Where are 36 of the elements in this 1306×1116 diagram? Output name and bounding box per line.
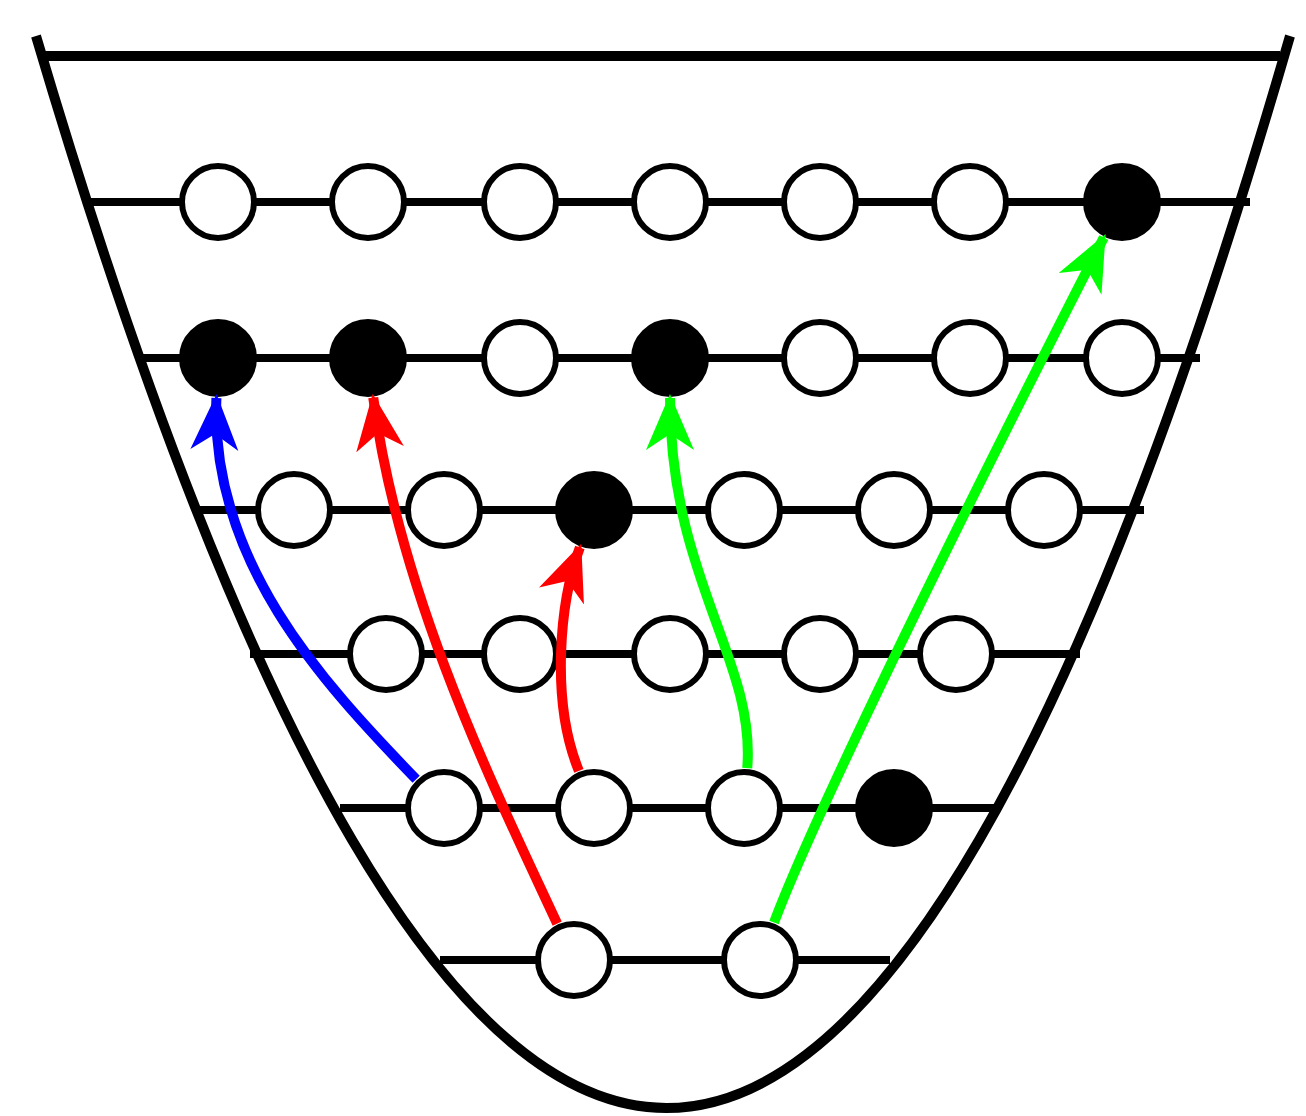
hollow-circle	[347, 615, 425, 693]
hollow-circle	[721, 921, 799, 999]
filled-circle	[555, 471, 633, 549]
hollow-circle	[405, 471, 483, 549]
hollow-circle	[405, 769, 483, 847]
hollow-circle	[1005, 471, 1083, 549]
hollow-circle	[781, 615, 859, 693]
hollow-circle	[705, 769, 783, 847]
arrow	[357, 393, 562, 926]
filled-circle	[329, 319, 407, 397]
filled-circle	[179, 319, 257, 397]
filled-circle	[855, 769, 933, 847]
arrow	[193, 393, 420, 783]
hollow-circle	[179, 163, 257, 241]
hollow-circle	[931, 319, 1009, 397]
hollow-circle	[931, 163, 1009, 241]
hollow-circle	[781, 319, 859, 397]
hollow-circle	[555, 769, 633, 847]
hollow-circle	[631, 163, 709, 241]
hollow-circle	[917, 615, 995, 693]
hollow-circle	[535, 921, 613, 999]
filled-circle	[631, 319, 709, 397]
hollow-circle	[481, 163, 559, 241]
hollow-circle	[855, 471, 933, 549]
arrow	[648, 394, 753, 769]
hollow-circle	[1083, 319, 1161, 397]
arrow	[769, 234, 1109, 925]
hollow-circle	[255, 471, 333, 549]
hollow-circle	[481, 615, 559, 693]
hollow-circle	[631, 615, 709, 693]
filled-circle	[1083, 163, 1161, 241]
hollow-circle	[329, 163, 407, 241]
hollow-circle	[705, 471, 783, 549]
hollow-circle	[781, 163, 859, 241]
arrow	[540, 543, 586, 773]
hollow-circle	[481, 319, 559, 397]
